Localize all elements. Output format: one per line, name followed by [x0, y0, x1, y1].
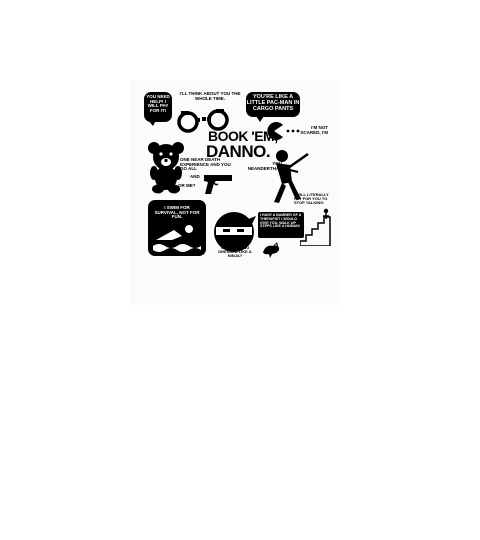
pacman-bubble-tail — [256, 116, 264, 122]
help-bubble-tail — [148, 120, 156, 126]
near-death-quote: ONE NEAR DEATH EXPERIENCE AND YOU GO ALL — [180, 157, 231, 172]
or-me-label: OR ME? — [178, 183, 196, 188]
swim-quote: I SWIM FOR SURVIVAL, NOT FOR FUN. — [154, 205, 200, 220]
title-line-1: BOOK 'EM, — [208, 128, 278, 144]
ninja-quote: WHY ARE YOU DRESSED LIKE A NINJA? — [218, 245, 252, 259]
handcuffs-icon — [177, 109, 229, 133]
chicken-icon — [263, 242, 280, 258]
help-quote: YOU NEED HELP! I WILL PAY FOR IT! — [146, 94, 170, 114]
teddy-bear-icon — [148, 142, 184, 194]
not-scared-quote: I'M NOT SCARED, I'M — [300, 125, 328, 135]
pay-stop-talking-quote: I WILL LITERALLY PAY FOR YOU TO STOP TAL… — [294, 192, 329, 206]
therapist-box: I HAVE A NUMBER OF A THERAPIST I WOULD G… — [258, 212, 304, 238]
therapist-quote: I HAVE A NUMBER OF A THERAPIST I WOULD G… — [260, 213, 302, 229]
pistol-icon — [204, 175, 232, 194]
swim-splash: ~~ — [190, 221, 196, 227]
swimmer-icon — [153, 225, 201, 252]
help-bubble: YOU NEED HELP! I WILL PAY FOR IT! — [144, 92, 172, 122]
think-quote: I'LL THINK ABOUT YOU THE WHOLE TIME. — [179, 91, 241, 101]
stairs-icon — [300, 208, 331, 246]
title-line-2: DANNO. — [206, 142, 271, 161]
pacman-icon — [267, 122, 300, 140]
pacman-bubble: YOU'RE LIKE A LITTLE PAC-MAN IN CARGO PA… — [246, 92, 300, 117]
poster: YOU NEED HELP! I WILL PAY FOR IT! I'LL T… — [130, 80, 340, 305]
pacman-quote: YOU'RE LIKE A LITTLE PAC-MAN IN CARGO PA… — [246, 94, 300, 112]
ninja-icon — [214, 212, 256, 252]
soldier-icon — [274, 150, 309, 203]
swim-box: I SWIM FOR SURVIVAL, NOT FOR FUN. — [148, 200, 206, 256]
and-label: AND — [190, 174, 200, 179]
